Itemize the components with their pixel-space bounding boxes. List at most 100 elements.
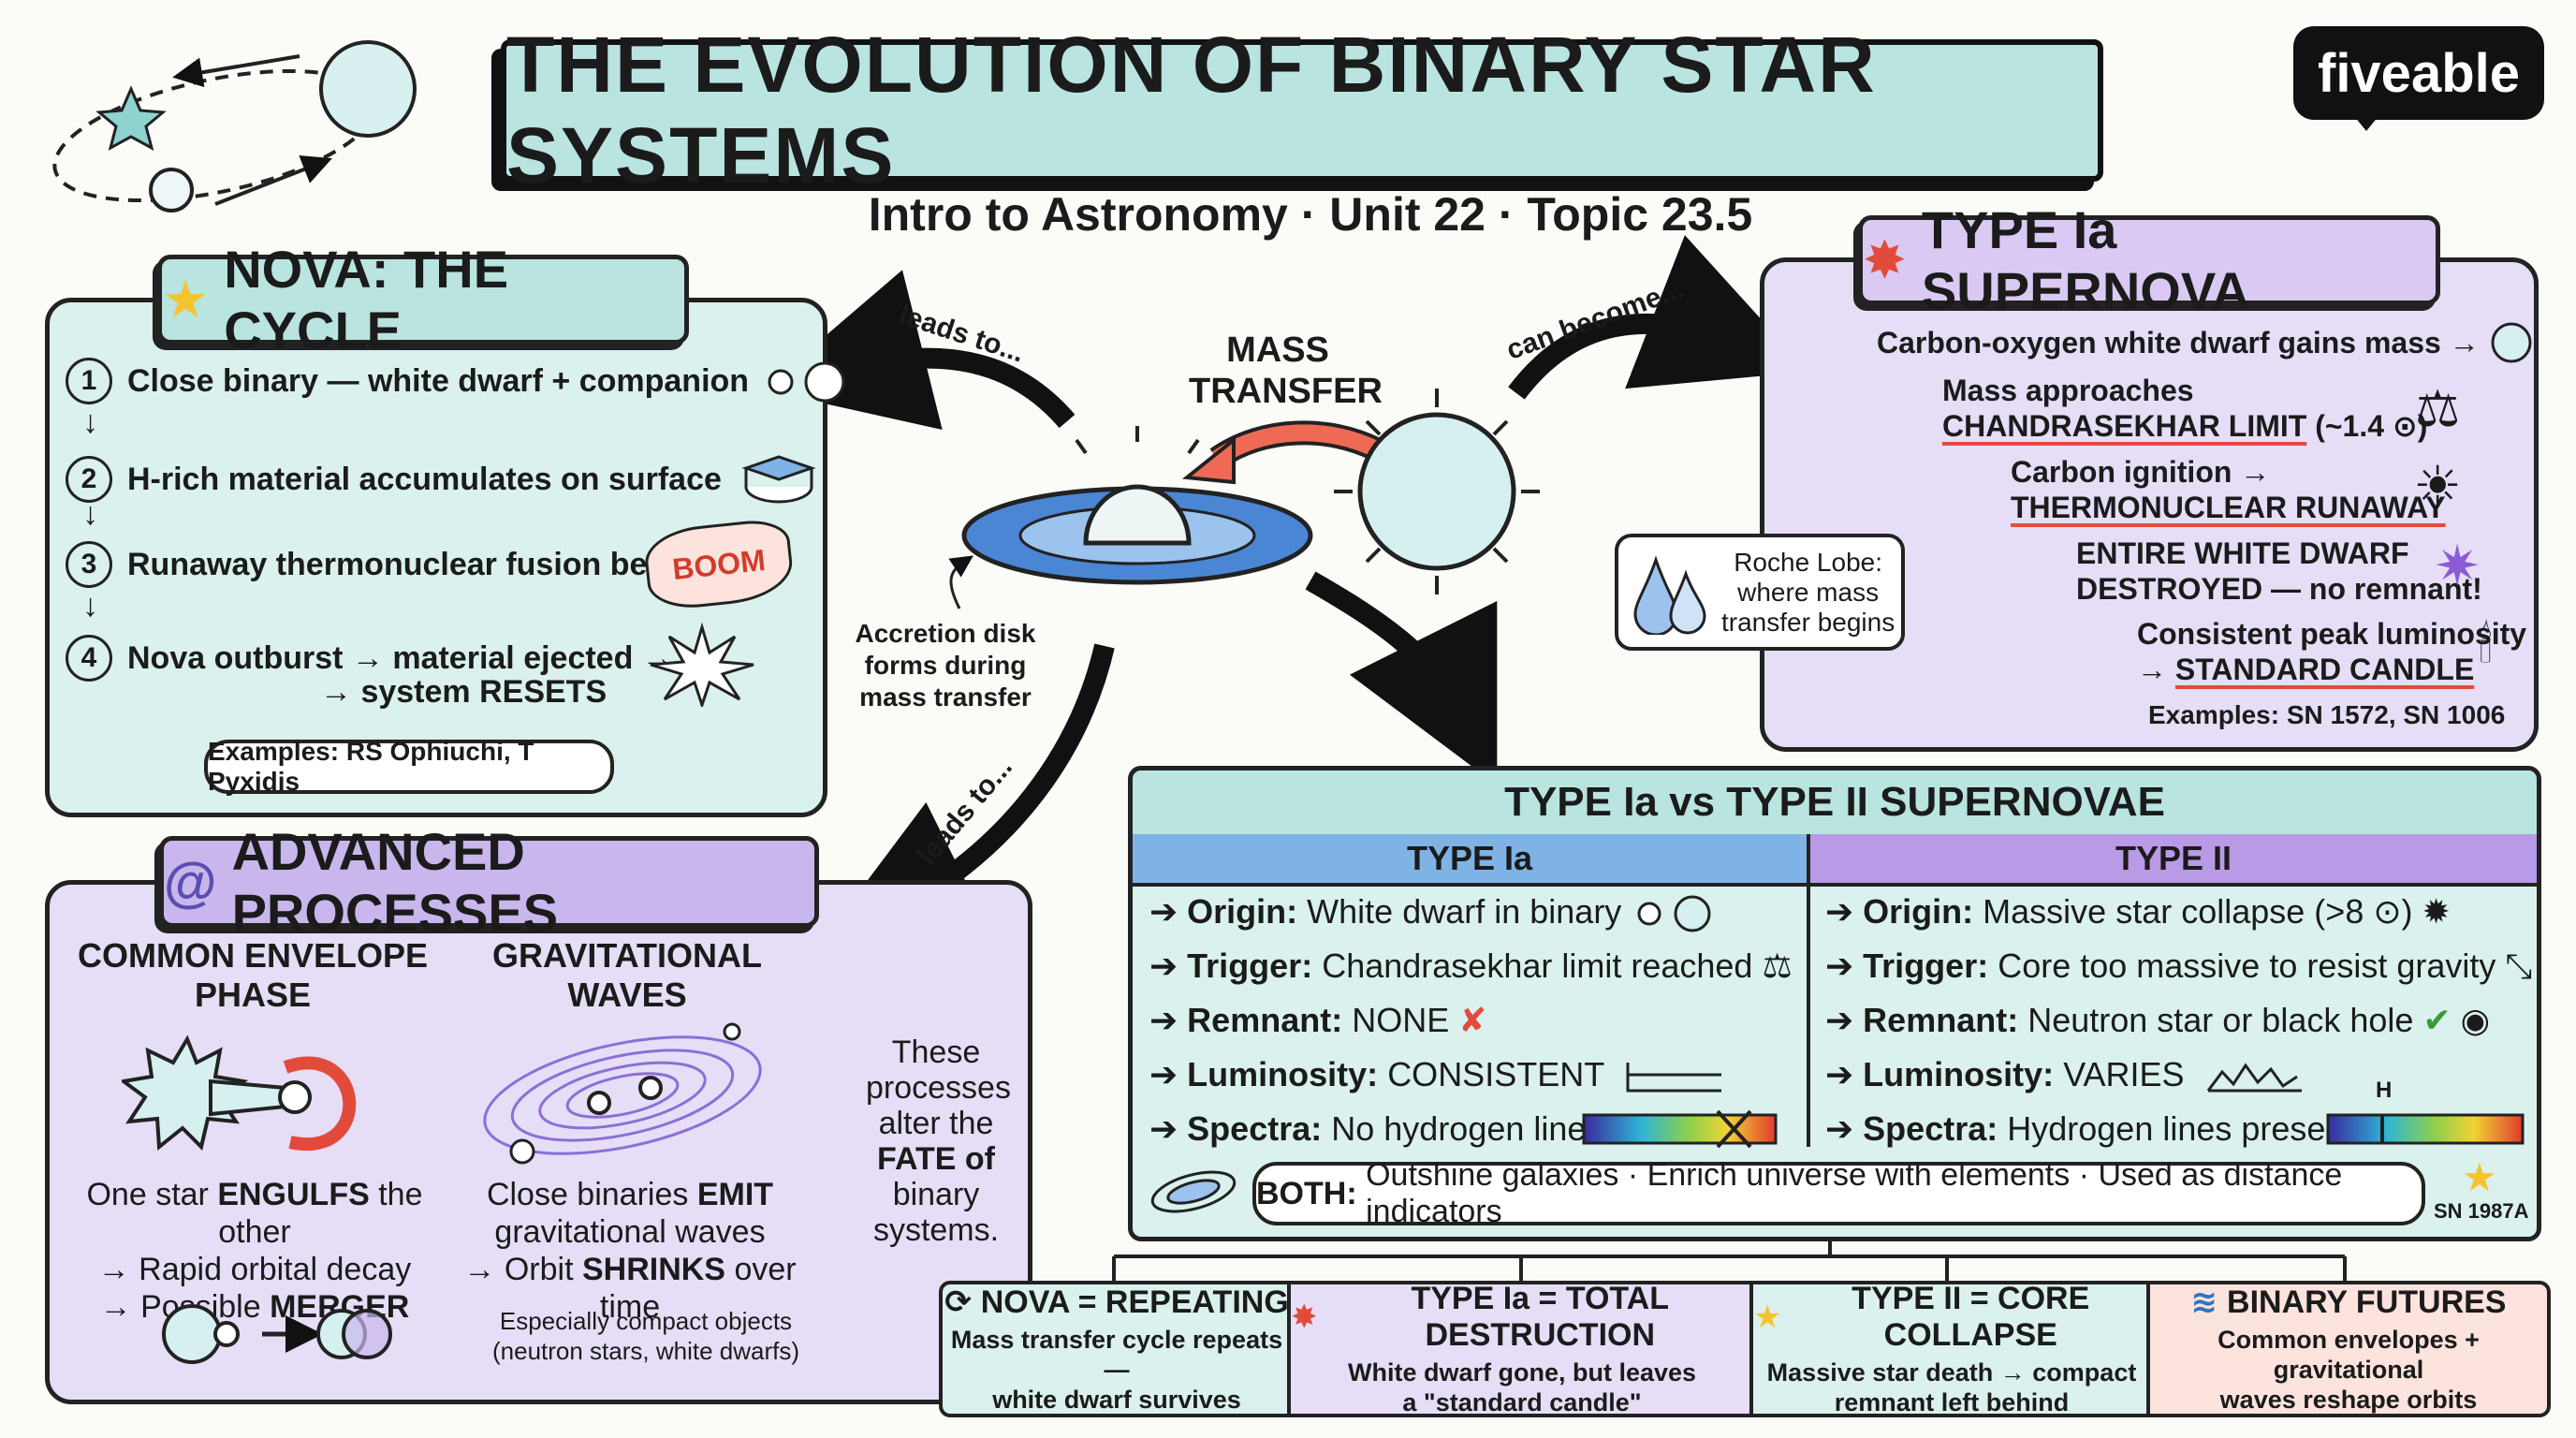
ii-row-remnant: ➔ Remnant: Neutron star or black hole ✔ …: [1825, 1001, 2491, 1039]
row-value: NONE: [1352, 1001, 1450, 1039]
title-banner: THE EVOLUTION OF BINARY STAR SYSTEMS: [501, 21, 2103, 199]
sn-step-3: Carbon ignition → THERMONUCLEAR RUNAWAY: [2011, 454, 2446, 525]
page-subtitle: Intro to Astronomy · Unit 22 · Topic 23.…: [868, 188, 1753, 241]
summary-title: NOVA = REPEATING: [980, 1284, 1289, 1320]
summary-title: TYPE Ia = TOTAL DESTRUCTION: [1411, 1281, 1670, 1353]
row-value: CONSISTENT: [1387, 1055, 1604, 1093]
spectrum-with-h-icon: [2326, 1113, 2525, 1145]
fate-note: These processes alter the FATE of binary…: [866, 1034, 1011, 1248]
row-label: Spectra:: [1863, 1109, 1998, 1148]
down-arrow-icon: ↓: [82, 404, 98, 440]
starburst-icon: ✸: [1863, 230, 1907, 289]
row-label: Remnant:: [1863, 1001, 2019, 1039]
merger-icon: [162, 1304, 392, 1364]
roche-line-3: transfer begins: [1721, 607, 1895, 637]
accumulation-icon: [741, 455, 816, 504]
fate-line: alter the: [878, 1106, 994, 1141]
ce-title-2: PHASE: [194, 976, 312, 1014]
summary-desc: Common envelopes + gravitational: [2217, 1326, 2480, 1384]
accretion-line-1: Accretion disk: [855, 619, 1036, 648]
both-label: BOTH:: [1256, 1175, 1357, 1211]
chandrasekhar-limit: CHANDRASEKHAR LIMIT: [1942, 409, 2307, 443]
ce-desc-1c: the other: [218, 1177, 423, 1250]
row-value: Hydrogen lines present: [2007, 1109, 2354, 1148]
check-icon: ✔: [2422, 1001, 2452, 1039]
sn-line-5b: →: [2137, 653, 2167, 686]
gravitational-waves-description: Close binaries EMIT gravitational waves …: [438, 1176, 822, 1326]
variable-lightcurve-icon: [2206, 1063, 2302, 1093]
nova-step-2: 2 H-rich material accumulates on surface: [66, 449, 821, 509]
binary-pair-icon: [1637, 895, 1711, 932]
both-text: Outshine galaxies · Enrich universe with…: [1366, 1157, 2343, 1229]
advanced-title: ADVANCED PROCESSES: [231, 822, 559, 942]
summary-title: TYPE II = CORE COLLAPSE: [1852, 1281, 2090, 1353]
sn-step-4: ENTIRE WHITE DWARF DESTROYED — no remnan…: [2076, 536, 2482, 607]
sun-burst-icon: ☀: [2413, 456, 2462, 517]
candle-icon: 🕯: [2479, 619, 2493, 673]
supernova-examples: Examples: SN 1572, SN 1006: [2148, 700, 2506, 729]
gw-desc-2: gravitational waves: [494, 1214, 766, 1250]
step-text: H-rich material accumulates on surface: [127, 461, 722, 497]
scale-icon: ⚖: [1762, 946, 1793, 985]
gw-desc-1a: Close binaries: [486, 1177, 697, 1212]
summary-title: BINARY FUTURES: [2227, 1284, 2507, 1320]
roche-line-2: where mass: [1737, 577, 1880, 607]
flat-lightcurve-icon: [1626, 1063, 1721, 1093]
row-label: Remnant:: [1187, 1001, 1343, 1039]
gw-note-2: (neutron stars, white dwarfs): [491, 1337, 799, 1365]
summary-desc: remnant left behind: [1834, 1388, 2070, 1416]
white-dwarf-icon: [2491, 322, 2532, 363]
galaxy-icon: [1150, 1170, 1237, 1213]
leads-to-nova-label: leads to...: [895, 299, 1029, 369]
summary-nova: ⟳NOVA = REPEATING Mass transfer cycle re…: [939, 1281, 1295, 1417]
sn-line-4a: ENTIRE WHITE DWARF: [2076, 536, 2409, 570]
sn-step-5: Consistent peak luminosity → STANDARD CA…: [2137, 616, 2526, 687]
ce-title-1: COMMON ENVELOPE: [77, 936, 429, 975]
down-arrow-icon: ↓: [82, 496, 98, 532]
logo-tail: [2349, 110, 2383, 131]
row-value: Massive star collapse (>8 ⊙): [1983, 892, 2413, 931]
inward-arrows-icon: ⤡: [2505, 946, 2533, 985]
star-icon: ★: [162, 270, 210, 329]
hydrogen-line-label: H: [2376, 1078, 2393, 1103]
row-value: White dwarf in binary: [1307, 892, 1622, 931]
mass-transfer-arrow: [1209, 420, 1382, 469]
column-divider: [1807, 883, 1810, 1147]
scale-icon: ⚖: [2415, 381, 2461, 437]
accretion-disk-illustration: [948, 389, 1540, 609]
sn-line-3a: Carbon ignition →: [2011, 455, 2271, 489]
nova-step-4-line2: → system RESETS: [320, 674, 607, 710]
row-label: Spectra:: [1187, 1109, 1323, 1148]
fiveable-logo[interactable]: fiveable: [2293, 26, 2544, 120]
common-envelope-heading: COMMON ENVELOPE PHASE: [75, 936, 431, 1015]
spiral-icon: @: [164, 851, 217, 913]
accretion-line-3: mass transfer: [859, 682, 1032, 712]
starburst-icon: ✸: [1291, 1299, 1318, 1335]
page-title: THE EVOLUTION OF BINARY STAR SYSTEMS: [506, 21, 1877, 199]
roche-lobe-callout: Roche Lobe: where mass transfer begins: [1615, 534, 1905, 651]
ia-row-origin: ➔ Origin: White dwarf in binary: [1149, 892, 1715, 932]
gw-desc-3c: over time: [599, 1252, 797, 1325]
gw-title-1: GRAVITATIONAL: [492, 936, 762, 975]
summary-binary-futures: ≋BINARY FUTURES Common envelopes + gravi…: [2146, 1281, 2551, 1417]
gravitational-waves-illustration: [483, 1022, 762, 1165]
nova-step-4: 4 Nova outburst → material ejected →: [66, 635, 674, 682]
star-icon: ★: [1753, 1299, 1782, 1335]
row-label: Trigger:: [1187, 946, 1313, 985]
row-label: Luminosity:: [1863, 1055, 2055, 1093]
summary-desc: white dwarf survives: [992, 1386, 1241, 1414]
row-value: VARIES: [2063, 1055, 2185, 1093]
fate-line: FATE of: [877, 1141, 995, 1177]
row-value: No hydrogen lines: [1331, 1109, 1603, 1148]
fate-line: These: [891, 1034, 981, 1070]
row-value: Neutron star or black hole: [2027, 1001, 2414, 1039]
summary-desc: White dwarf gone, but leaves: [1347, 1358, 1697, 1387]
ce-desc-2: → Rapid orbital decay: [97, 1252, 412, 1287]
cycle-icon: ⟳: [944, 1284, 972, 1320]
arrow-to-comparison: [1305, 571, 1498, 785]
mass-transfer-label: MASS TRANSFER: [1189, 330, 1383, 412]
col-header-type-ii: TYPE II: [1810, 834, 2537, 887]
summary-desc: waves reshape orbits: [2219, 1386, 2478, 1414]
fate-line: systems.: [872, 1212, 1000, 1248]
nova-step-1: 1 Close binary — white dwarf + companion: [66, 358, 848, 404]
